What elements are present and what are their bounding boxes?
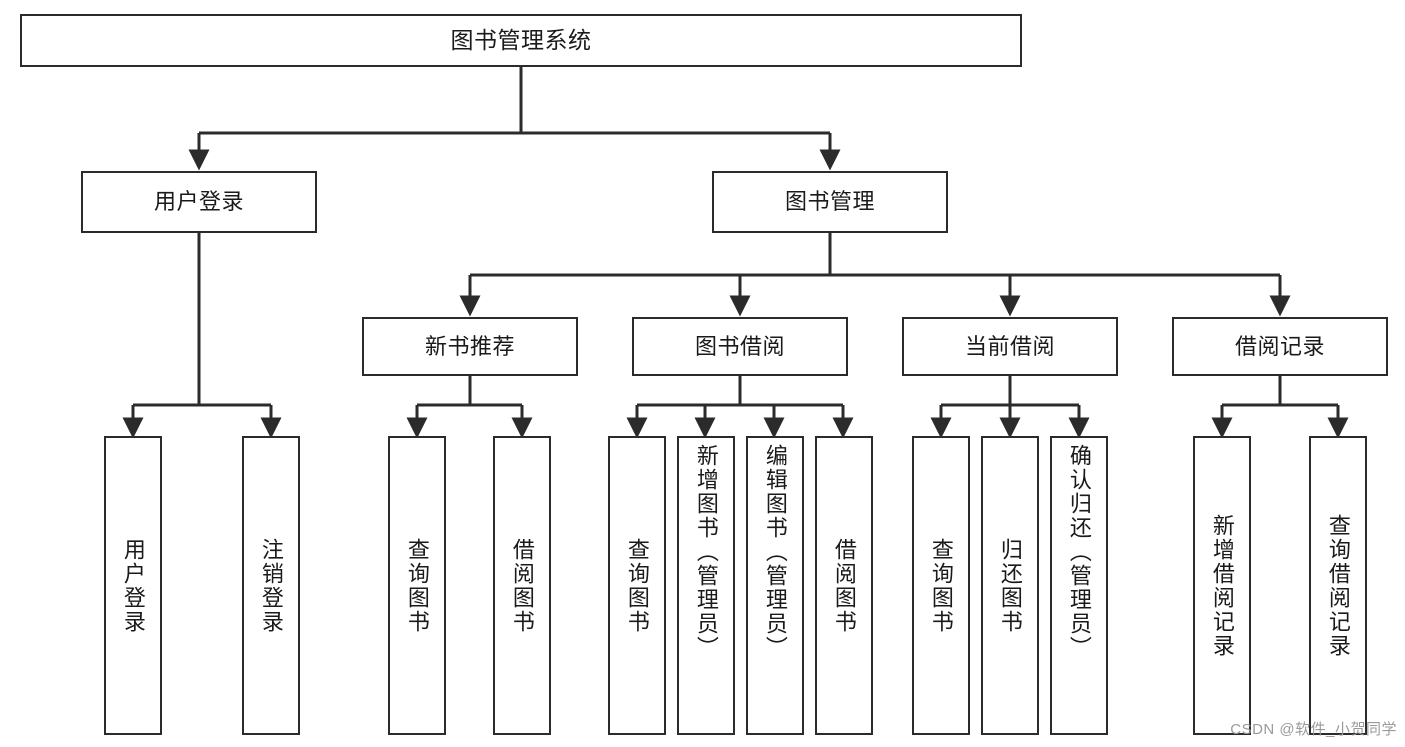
node-new-book-recommend-label: 新书推荐 [424,333,515,359]
leaf-new-book-query[interactable]: 查询图书 [388,436,446,735]
node-book-management-label: 图书管理 [784,189,875,215]
node-book-borrow[interactable]: 图书借阅 [632,317,848,376]
node-user-login[interactable]: 用户登录 [81,171,317,233]
watermark: CSDN @软件_小贺同学 [1230,721,1397,738]
leaf-borrow-borrow-book[interactable]: 借阅图书 [815,436,873,735]
node-borrow-record-label: 借阅记录 [1234,333,1325,359]
node-current-borrow[interactable]: 当前借阅 [902,317,1118,376]
leaf-current-query-book[interactable]: 查询图书 [912,436,970,735]
node-book-borrow-label: 图书借阅 [694,333,785,359]
node-root-label: 图书管理系统 [450,27,592,54]
leaf-user-login-logout[interactable]: 注销登录 [242,436,300,735]
leaf-new-book-borrow-label: 借阅图书 [509,537,535,634]
node-book-management[interactable]: 图书管理 [712,171,948,233]
leaf-user-login-login[interactable]: 用户登录 [104,436,162,735]
leaf-record-query-label: 查询借阅记录 [1325,513,1351,658]
leaf-borrow-add-book[interactable]: 新增图书（管理员） [677,436,735,735]
leaf-record-add-label: 新增借阅记录 [1209,513,1235,658]
node-user-login-label: 用户登录 [153,189,244,215]
node-current-borrow-label: 当前借阅 [964,333,1055,359]
node-borrow-record[interactable]: 借阅记录 [1172,317,1388,376]
leaf-borrow-add-book-label: 新增图书（管理员） [693,444,719,660]
leaf-record-query[interactable]: 查询借阅记录 [1309,436,1367,735]
leaf-current-query-book-label: 查询图书 [928,537,954,634]
leaf-borrow-borrow-book-label: 借阅图书 [831,537,857,634]
leaf-current-confirm-return-label: 确认归还（管理员） [1066,444,1092,660]
leaf-record-add[interactable]: 新增借阅记录 [1193,436,1251,735]
leaf-new-book-borrow[interactable]: 借阅图书 [493,436,551,735]
node-new-book-recommend[interactable]: 新书推荐 [362,317,578,376]
leaf-borrow-edit-book[interactable]: 编辑图书（管理员） [746,436,804,735]
leaf-borrow-edit-book-label: 编辑图书（管理员） [762,444,788,660]
leaf-borrow-query-book[interactable]: 查询图书 [608,436,666,735]
leaf-current-return-book-label: 归还图书 [997,537,1023,634]
leaf-current-return-book[interactable]: 归还图书 [981,436,1039,735]
leaf-borrow-query-book-label: 查询图书 [624,537,650,634]
node-root[interactable]: 图书管理系统 [20,14,1022,67]
leaf-user-login-logout-label: 注销登录 [258,537,284,634]
leaf-new-book-query-label: 查询图书 [404,537,430,634]
leaf-current-confirm-return[interactable]: 确认归还（管理员） [1050,436,1108,735]
leaf-user-login-login-label: 用户登录 [120,537,146,634]
